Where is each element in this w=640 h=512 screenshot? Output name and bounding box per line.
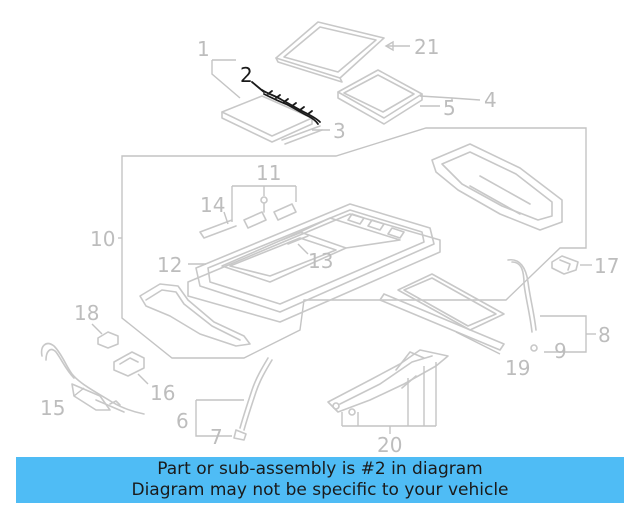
rear-bracket[interactable]: [431, 143, 563, 231]
part-11-fasteners[interactable]: [243, 196, 297, 229]
frame-seal[interactable]: [139, 283, 251, 347]
banner-line-1: Part or sub-assembly is #2 in diagram: [157, 459, 483, 479]
part-3-strip[interactable]: [281, 125, 323, 145]
callout-13[interactable]: 13: [308, 249, 333, 273]
part-14-rail[interactable]: [199, 219, 237, 239]
callout-7[interactable]: 7: [210, 425, 223, 449]
callout-10[interactable]: 10: [90, 227, 115, 251]
part-20-mechanism[interactable]: [327, 349, 449, 416]
callout-14[interactable]: 14: [200, 193, 225, 217]
part-1-panel[interactable]: [221, 95, 313, 143]
part-10-sunroof-frame[interactable]: [187, 203, 441, 323]
part-16-connector[interactable]: [113, 351, 145, 377]
callout-8[interactable]: 8: [598, 323, 611, 347]
callout-3[interactable]: 3: [333, 119, 346, 143]
callout-21[interactable]: 21: [414, 35, 439, 59]
callout-12[interactable]: 12: [157, 253, 182, 277]
part-17-clip[interactable]: [551, 255, 579, 275]
callout-5[interactable]: 5: [443, 96, 456, 120]
part-6-hose[interactable]: [233, 357, 273, 441]
callout-11[interactable]: 11: [256, 161, 281, 185]
callout-18[interactable]: 18: [74, 301, 99, 325]
part-18-block[interactable]: [97, 331, 119, 349]
part-8-drain-hose[interactable]: [507, 258, 538, 352]
part-19-rails[interactable]: [379, 273, 505, 351]
part-4-5-panel[interactable]: [337, 69, 423, 125]
callout-1[interactable]: 1: [197, 37, 210, 61]
callout-20[interactable]: 20: [377, 433, 402, 455]
callout-16[interactable]: 16: [150, 381, 175, 405]
callout-15[interactable]: 15: [40, 396, 65, 420]
parts-diagram: 21 5 4 1 2 3 10: [40, 21, 619, 455]
callout-4[interactable]: 4: [484, 88, 497, 112]
callout-6[interactable]: 6: [176, 409, 189, 433]
part-21-glass-panel[interactable]: [275, 21, 385, 83]
info-banner: Part or sub-assembly is #2 in diagram Di…: [16, 457, 624, 503]
callout-2[interactable]: 2: [240, 63, 253, 87]
part-15-hose[interactable]: [40, 342, 145, 415]
callout-19[interactable]: 19: [505, 356, 530, 380]
callout-17[interactable]: 17: [594, 254, 619, 278]
banner-line-2: Diagram may not be specific to your vehi…: [131, 480, 509, 500]
part-2-seal-highlighted[interactable]: [261, 89, 321, 125]
callout-9[interactable]: 9: [554, 339, 567, 363]
